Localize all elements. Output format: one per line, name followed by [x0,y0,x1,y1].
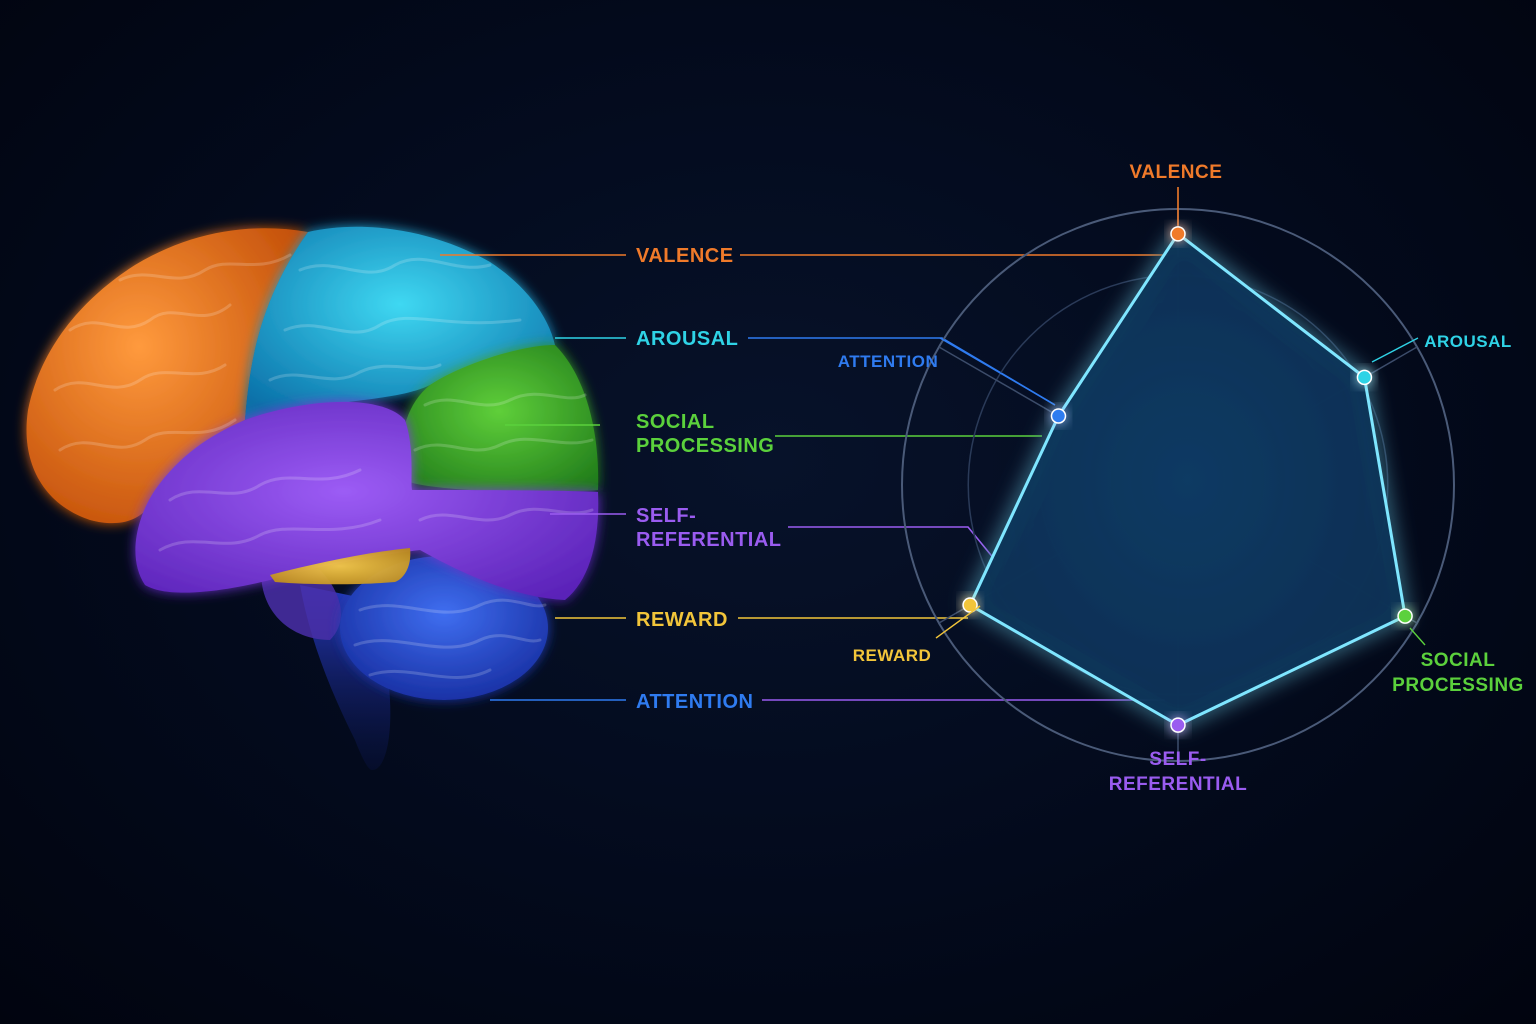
radar-label-reward: REWARD [853,646,932,665]
brain-frontal-valence [26,228,309,524]
brain-parietal-arousal [245,226,555,420]
leader-arousal-right [748,337,1056,406]
radar-leader-social [1409,627,1426,646]
radar-label-self-line2: REFERENTIAL [1109,774,1248,795]
brain-reward [270,548,411,585]
brain-cerebellum-attention [340,556,548,700]
brain-label-self-line1: SELF- [636,505,696,527]
brain-label-attention: ATTENTION [636,691,753,713]
leader-self-right [788,526,996,561]
radar-label-social-line2: PROCESSING [1392,675,1524,696]
brain-label-valence: VALENCE [636,245,734,267]
radar-label-valence: VALENCE [1130,162,1223,183]
brain-temporal-self [135,401,599,600]
radar-point-self [1170,717,1186,733]
radar-point-arousal [1356,369,1373,386]
radar-series-polygon [968,232,1407,727]
radar-leader-reward [935,605,981,639]
brain-label-social-line2: PROCESSING [636,435,774,457]
radar-label-attention: ATTENTION [838,352,939,371]
brain-occipital-social [399,345,599,492]
radar-label-social-line1: SOCIAL [1421,650,1496,671]
radar-label-self-line1: SELF- [1149,749,1206,770]
brain-illustration [26,226,599,770]
brain-label-arousal: AROUSAL [636,328,738,350]
radar-point-valence [1170,226,1186,242]
radar-axis-labels: VALENCE AROUSAL SOCIAL PROCESSING SELF- REFER… [838,162,1524,795]
radar-label-arousal: AROUSAL [1424,332,1512,351]
radar-point-reward [962,597,978,613]
brain-label-self-line2: REFERENTIAL [636,529,782,551]
radar-leader-attention [939,337,1051,403]
radar-point-attention [1050,408,1067,424]
radar-point-social [1397,608,1413,624]
brain-labels: VALENCE AROUSAL SOCIAL PROCESSING SELF- … [636,245,782,713]
radar-points [962,226,1413,733]
brain-gyri-texture [53,253,594,679]
radar-leader-arousal [1371,337,1419,363]
brain-label-reward: REWARD [636,609,728,631]
radar-chart: VALENCE AROUSAL SOCIAL PROCESSING SELF- REFER… [838,162,1524,795]
radar-series [968,232,1407,727]
brain-label-social-line1: SOCIAL [636,411,715,433]
